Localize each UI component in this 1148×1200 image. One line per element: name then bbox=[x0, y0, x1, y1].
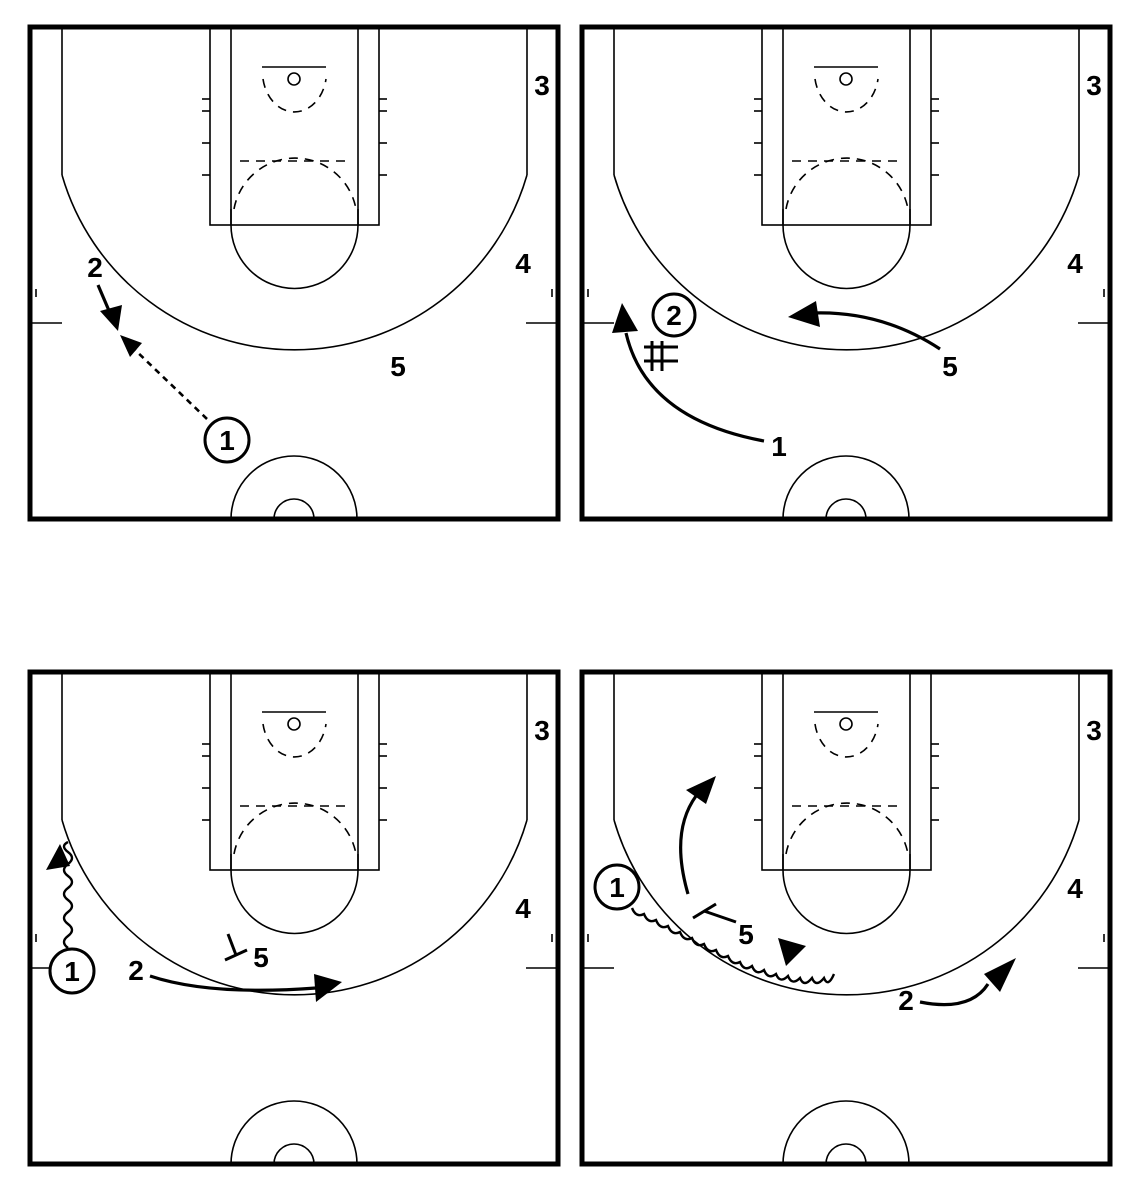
player-5-label: 5 bbox=[253, 942, 269, 973]
player-1-label: 1 bbox=[64, 956, 80, 987]
cut-arrow-1 bbox=[624, 332, 765, 443]
player-3-label: 3 bbox=[534, 715, 550, 746]
cut-arrow-5 bbox=[813, 311, 941, 351]
player-4-label: 4 bbox=[515, 248, 531, 279]
roll-arrow-5 bbox=[679, 795, 698, 895]
player-5-label: 5 bbox=[738, 919, 754, 950]
player-4-label: 4 bbox=[1067, 873, 1083, 904]
court-2 bbox=[582, 27, 1110, 519]
dribble-1 bbox=[630, 907, 836, 985]
court-3 bbox=[30, 672, 558, 1164]
player-3-label: 3 bbox=[534, 70, 550, 101]
arrowhead bbox=[314, 974, 342, 1002]
player-5-label: 5 bbox=[390, 351, 406, 382]
court-1 bbox=[30, 27, 558, 519]
arrowhead bbox=[788, 301, 820, 327]
player-1-label: 1 bbox=[219, 425, 235, 456]
player-2-label: 2 bbox=[666, 300, 682, 331]
court-4 bbox=[582, 672, 1110, 1164]
diagram-3: 1 2 5 3 4 bbox=[30, 672, 558, 1164]
diagram-2: 2 1 3 4 5 bbox=[582, 27, 1110, 519]
diagram-4: 1 5 2 3 4 bbox=[582, 672, 1110, 1164]
player-1-label: 1 bbox=[771, 431, 787, 462]
player-1-circle bbox=[48, 947, 96, 995]
player-2-label: 2 bbox=[898, 985, 914, 1016]
diagram-1: 1 2 3 4 5 bbox=[30, 27, 558, 519]
arrowhead bbox=[120, 335, 142, 357]
arrowhead bbox=[686, 776, 716, 804]
screen-stem bbox=[703, 909, 737, 924]
cut-arrow-2 bbox=[149, 974, 317, 992]
player-1-circle bbox=[593, 863, 641, 911]
cut-arrow-2 bbox=[96, 284, 112, 314]
arrowhead bbox=[778, 938, 806, 966]
arrowhead bbox=[100, 305, 122, 331]
pass-arrow bbox=[131, 346, 208, 420]
arrowhead bbox=[46, 844, 70, 870]
dribble-1 bbox=[62, 840, 74, 949]
cut-arrow-2 bbox=[919, 983, 990, 1007]
arrowhead bbox=[984, 958, 1016, 992]
player-1-label: 1 bbox=[609, 872, 625, 903]
player-2-label: 2 bbox=[87, 252, 103, 283]
player-4-label: 4 bbox=[515, 893, 531, 924]
player-3-label: 3 bbox=[1086, 715, 1102, 746]
player-3-label: 3 bbox=[1086, 70, 1102, 101]
arrowhead bbox=[612, 303, 638, 333]
player-2-label: 2 bbox=[128, 955, 144, 986]
player-5-label: 5 bbox=[942, 351, 958, 382]
player-1-circle bbox=[203, 416, 251, 464]
player-4-label: 4 bbox=[1067, 248, 1083, 279]
player-2-circle bbox=[651, 292, 697, 338]
screen-stem bbox=[226, 933, 238, 956]
